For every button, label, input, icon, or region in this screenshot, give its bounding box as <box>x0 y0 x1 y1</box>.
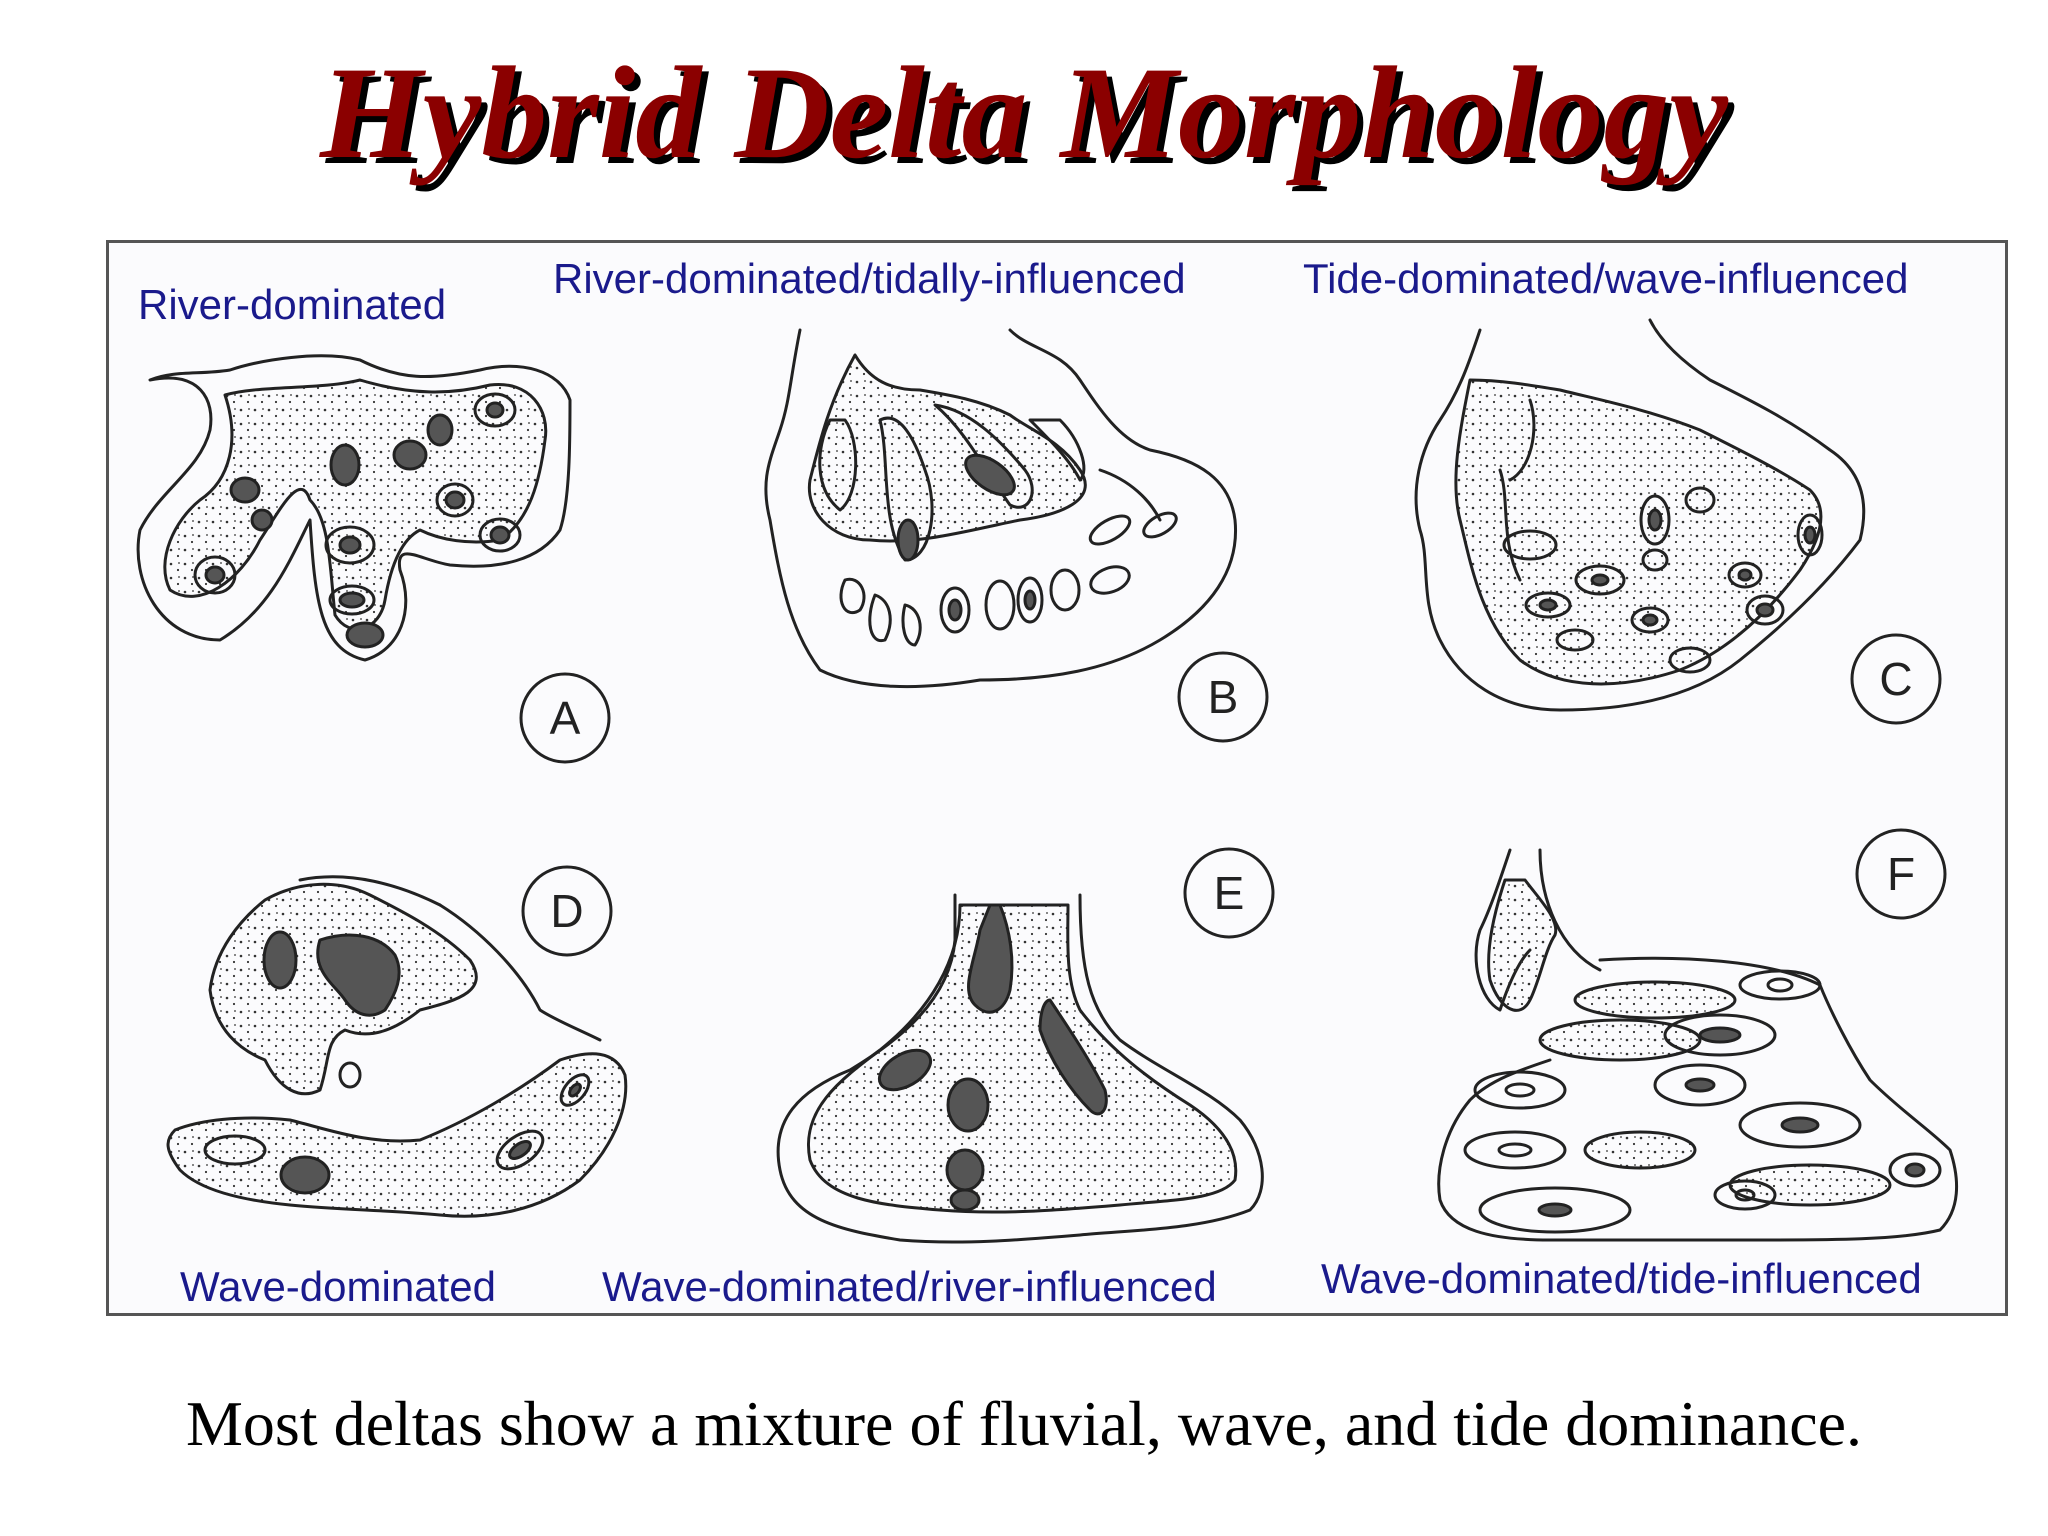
panel-badge-b <box>1177 651 1269 743</box>
delta-sketch-d <box>166 875 628 1218</box>
panel-letter-d: D <box>550 885 583 937</box>
panel-letter-e: E <box>1214 867 1245 919</box>
label-wave-dominated-river-influenced: Wave-dominated/river-influenced <box>602 1263 1217 1310</box>
panel-letter-f: F <box>1887 848 1915 900</box>
panel-letter-c: C <box>1879 653 1912 705</box>
label-river-dominated: River-dominated <box>138 281 447 328</box>
panel-letter-a: A <box>550 692 581 744</box>
panel-badge-c <box>1850 633 1942 725</box>
delta-sketch-a <box>136 354 572 662</box>
delta-sketch-b <box>764 328 1238 689</box>
slide-caption: Most deltas show a mixture of fluvial, w… <box>185 1388 1863 1459</box>
label-tide-dominated-wave-influenced: Tide-dominated/wave-influenced <box>1303 255 1909 302</box>
panel-badge-d <box>521 865 613 957</box>
slide-title: Hybrid Delta Morphology <box>320 39 1728 186</box>
panel-badge-a <box>519 672 611 764</box>
panel-badge-e <box>1183 847 1275 939</box>
panel-letter-b: B <box>1208 671 1239 723</box>
label-river-dominated-tidally-influenced: River-dominated/tidally-influenced <box>553 255 1186 302</box>
panel-badge-f <box>1855 828 1947 920</box>
label-wave-dominated: Wave-dominated <box>180 1263 496 1310</box>
delta-sketch-e <box>776 893 1264 1244</box>
label-wave-dominated-tide-influenced: Wave-dominated/tide-influenced <box>1321 1255 1922 1302</box>
delta-sketch-c <box>1414 318 1866 712</box>
delta-sketch-f <box>1437 848 1959 1242</box>
